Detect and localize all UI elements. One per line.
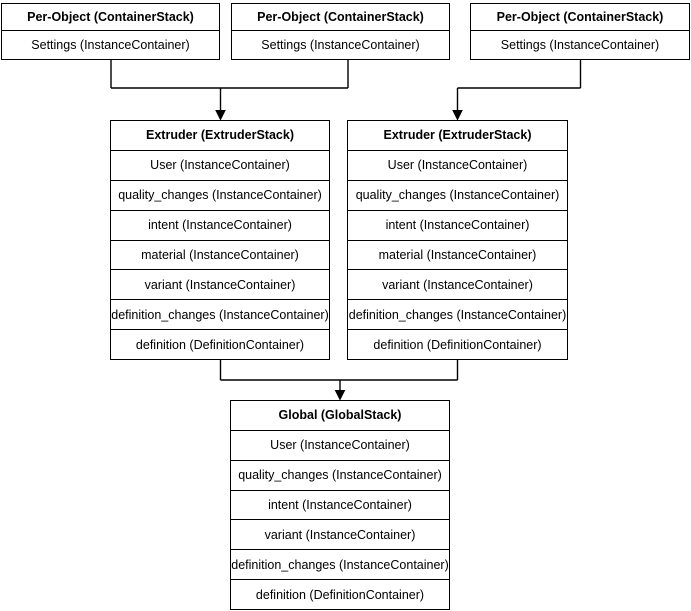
node-per-object-stack-3: Per-Object (ContainerStack) Settings (In…: [470, 3, 690, 60]
container-row: variant (InstanceContainer): [231, 519, 449, 549]
node-title: Extruder (ExtruderStack): [383, 128, 532, 143]
node-extruder-stack-1: Extruder (ExtruderStack) User (InstanceC…: [110, 120, 330, 360]
container-row: User (InstanceContainer): [231, 429, 449, 460]
node-title: Per-Object (ContainerStack): [496, 10, 664, 24]
container-row: Settings (InstanceContainer): [471, 30, 689, 59]
container-row: Settings (InstanceContainer): [232, 30, 449, 59]
container-row: intent (InstanceContainer): [348, 209, 567, 240]
arrowhead-icon: [334, 390, 346, 401]
container-row: intent (InstanceContainer): [111, 209, 329, 240]
container-row: definition (DefinitionContainer): [111, 329, 329, 359]
node-title: Extruder (ExtruderStack): [146, 128, 294, 143]
edge-per-object-to-extruder-2: [452, 60, 582, 121]
edge-per-object-to-extruder-1: [110, 60, 349, 121]
container-row: definition_changes (InstanceContainer): [111, 299, 329, 329]
container-row: quality_changes (InstanceContainer): [111, 179, 329, 210]
arrowhead-icon: [215, 110, 226, 121]
container-row: material (InstanceContainer): [348, 239, 567, 270]
container-row: variant (InstanceContainer): [111, 269, 329, 299]
container-row: quality_changes (InstanceContainer): [231, 459, 449, 490]
container-row: variant (InstanceContainer): [348, 269, 567, 299]
container-row: definition (DefinitionContainer): [348, 329, 567, 359]
container-row: Settings (InstanceContainer): [2, 30, 219, 59]
edge-extruders-to-global: [219, 360, 459, 401]
node-per-object-stack-2: Per-Object (ContainerStack) Settings (In…: [231, 3, 450, 60]
container-row: User (InstanceContainer): [111, 149, 329, 180]
container-row: definition (DefinitionContainer): [231, 579, 449, 609]
node-title: Per-Object (ContainerStack): [257, 10, 424, 24]
node-title: Per-Object (ContainerStack): [27, 10, 194, 24]
node-title: Global (GlobalStack): [278, 408, 402, 423]
arrowhead-icon: [452, 110, 463, 121]
container-row: intent (InstanceContainer): [231, 489, 449, 520]
node-per-object-stack-1: Per-Object (ContainerStack) Settings (In…: [1, 3, 220, 60]
container-row: definition_changes (InstanceContainer): [348, 299, 567, 329]
container-row: definition_changes (InstanceContainer): [231, 549, 449, 579]
node-global-stack: Global (GlobalStack) User (InstanceConta…: [230, 400, 450, 610]
container-row: quality_changes (InstanceContainer): [348, 179, 567, 210]
container-row: User (InstanceContainer): [348, 149, 567, 180]
node-extruder-stack-2: Extruder (ExtruderStack) User (InstanceC…: [347, 120, 568, 360]
container-row: material (InstanceContainer): [111, 239, 329, 270]
